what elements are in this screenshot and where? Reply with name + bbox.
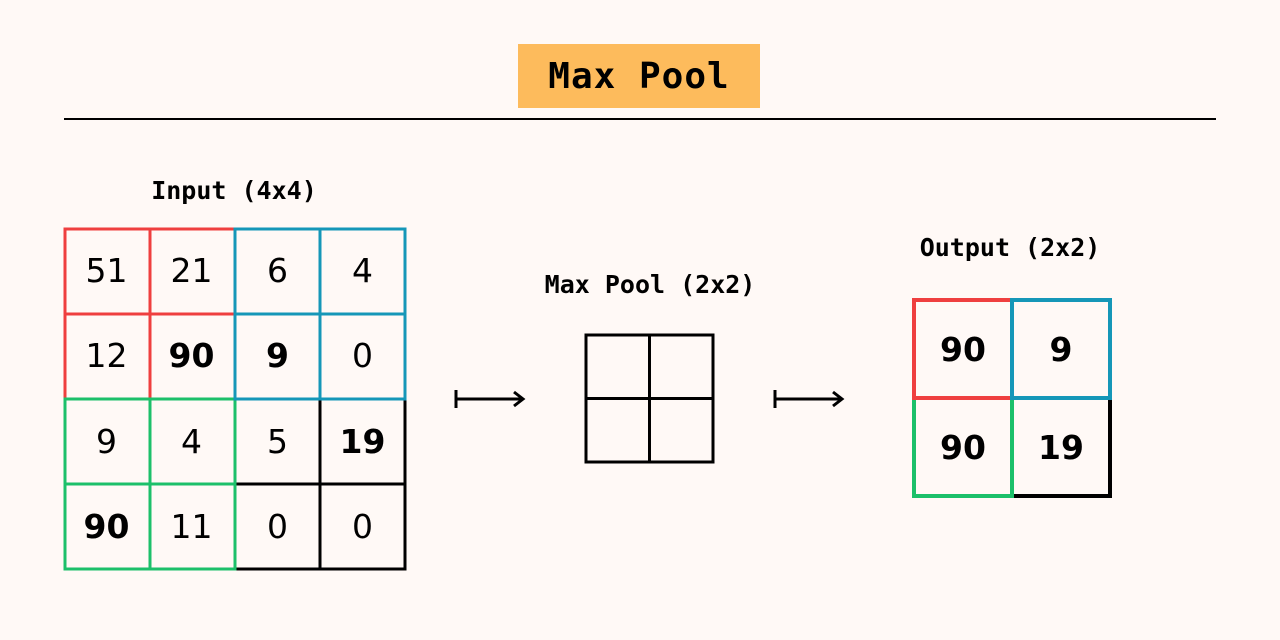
output-cell-0-0: 90 — [940, 329, 986, 369]
arrow-kernel-to-output — [773, 390, 845, 408]
input-cell-2-0: 9 — [96, 422, 117, 461]
input-quadrant-black — [233, 397, 407, 571]
input-cell-0-0: 51 — [85, 251, 128, 290]
input-cell-0-1: 21 — [170, 251, 213, 290]
input-cell-1-2: 9 — [266, 336, 289, 375]
title-text: Max Pool — [548, 55, 730, 97]
input-cell-0-2: 6 — [267, 251, 288, 290]
arrow-input-to-kernel — [454, 390, 526, 408]
input-cell-0-3: 4 — [352, 251, 373, 290]
output-grid: 90 9 90 19 — [912, 298, 1112, 498]
input-cell-3-3: 0 — [352, 507, 373, 546]
input-cell-1-3: 0 — [352, 336, 373, 375]
input-cell-2-2: 5 — [267, 422, 288, 461]
kernel-grid — [584, 333, 715, 464]
input-cell-3-1: 11 — [170, 507, 213, 546]
input-quadrant-red — [63, 227, 237, 401]
input-label: Input (4x4) — [151, 176, 317, 205]
input-cell-2-1: 4 — [181, 422, 202, 461]
input-grid: 51 21 6 4 12 90 9 0 9 4 5 19 90 11 0 0 — [64, 228, 406, 570]
output-quadrant-blue — [1010, 298, 1112, 400]
output-quadrant-green — [912, 396, 1014, 498]
input-cell-3-0: 90 — [83, 507, 130, 546]
output-quadrant-red — [912, 298, 1014, 400]
input-cell-3-2: 0 — [267, 507, 288, 546]
input-quadrant-green — [63, 397, 237, 571]
kernel-label: Max Pool (2x2) — [544, 270, 756, 299]
input-cell-2-3: 19 — [339, 422, 386, 461]
input-cell-1-1: 90 — [168, 336, 215, 375]
output-label: Output (2x2) — [919, 233, 1101, 262]
output-cell-1-0: 90 — [940, 427, 986, 467]
output-quadrant-black — [1010, 396, 1112, 498]
title-badge: Max Pool — [518, 44, 760, 108]
input-quadrant-blue — [233, 227, 407, 401]
title-divider — [64, 118, 1216, 120]
input-cell-1-0: 12 — [85, 336, 128, 375]
output-cell-1-1: 19 — [1038, 427, 1084, 467]
output-cell-0-1: 9 — [1049, 329, 1073, 369]
